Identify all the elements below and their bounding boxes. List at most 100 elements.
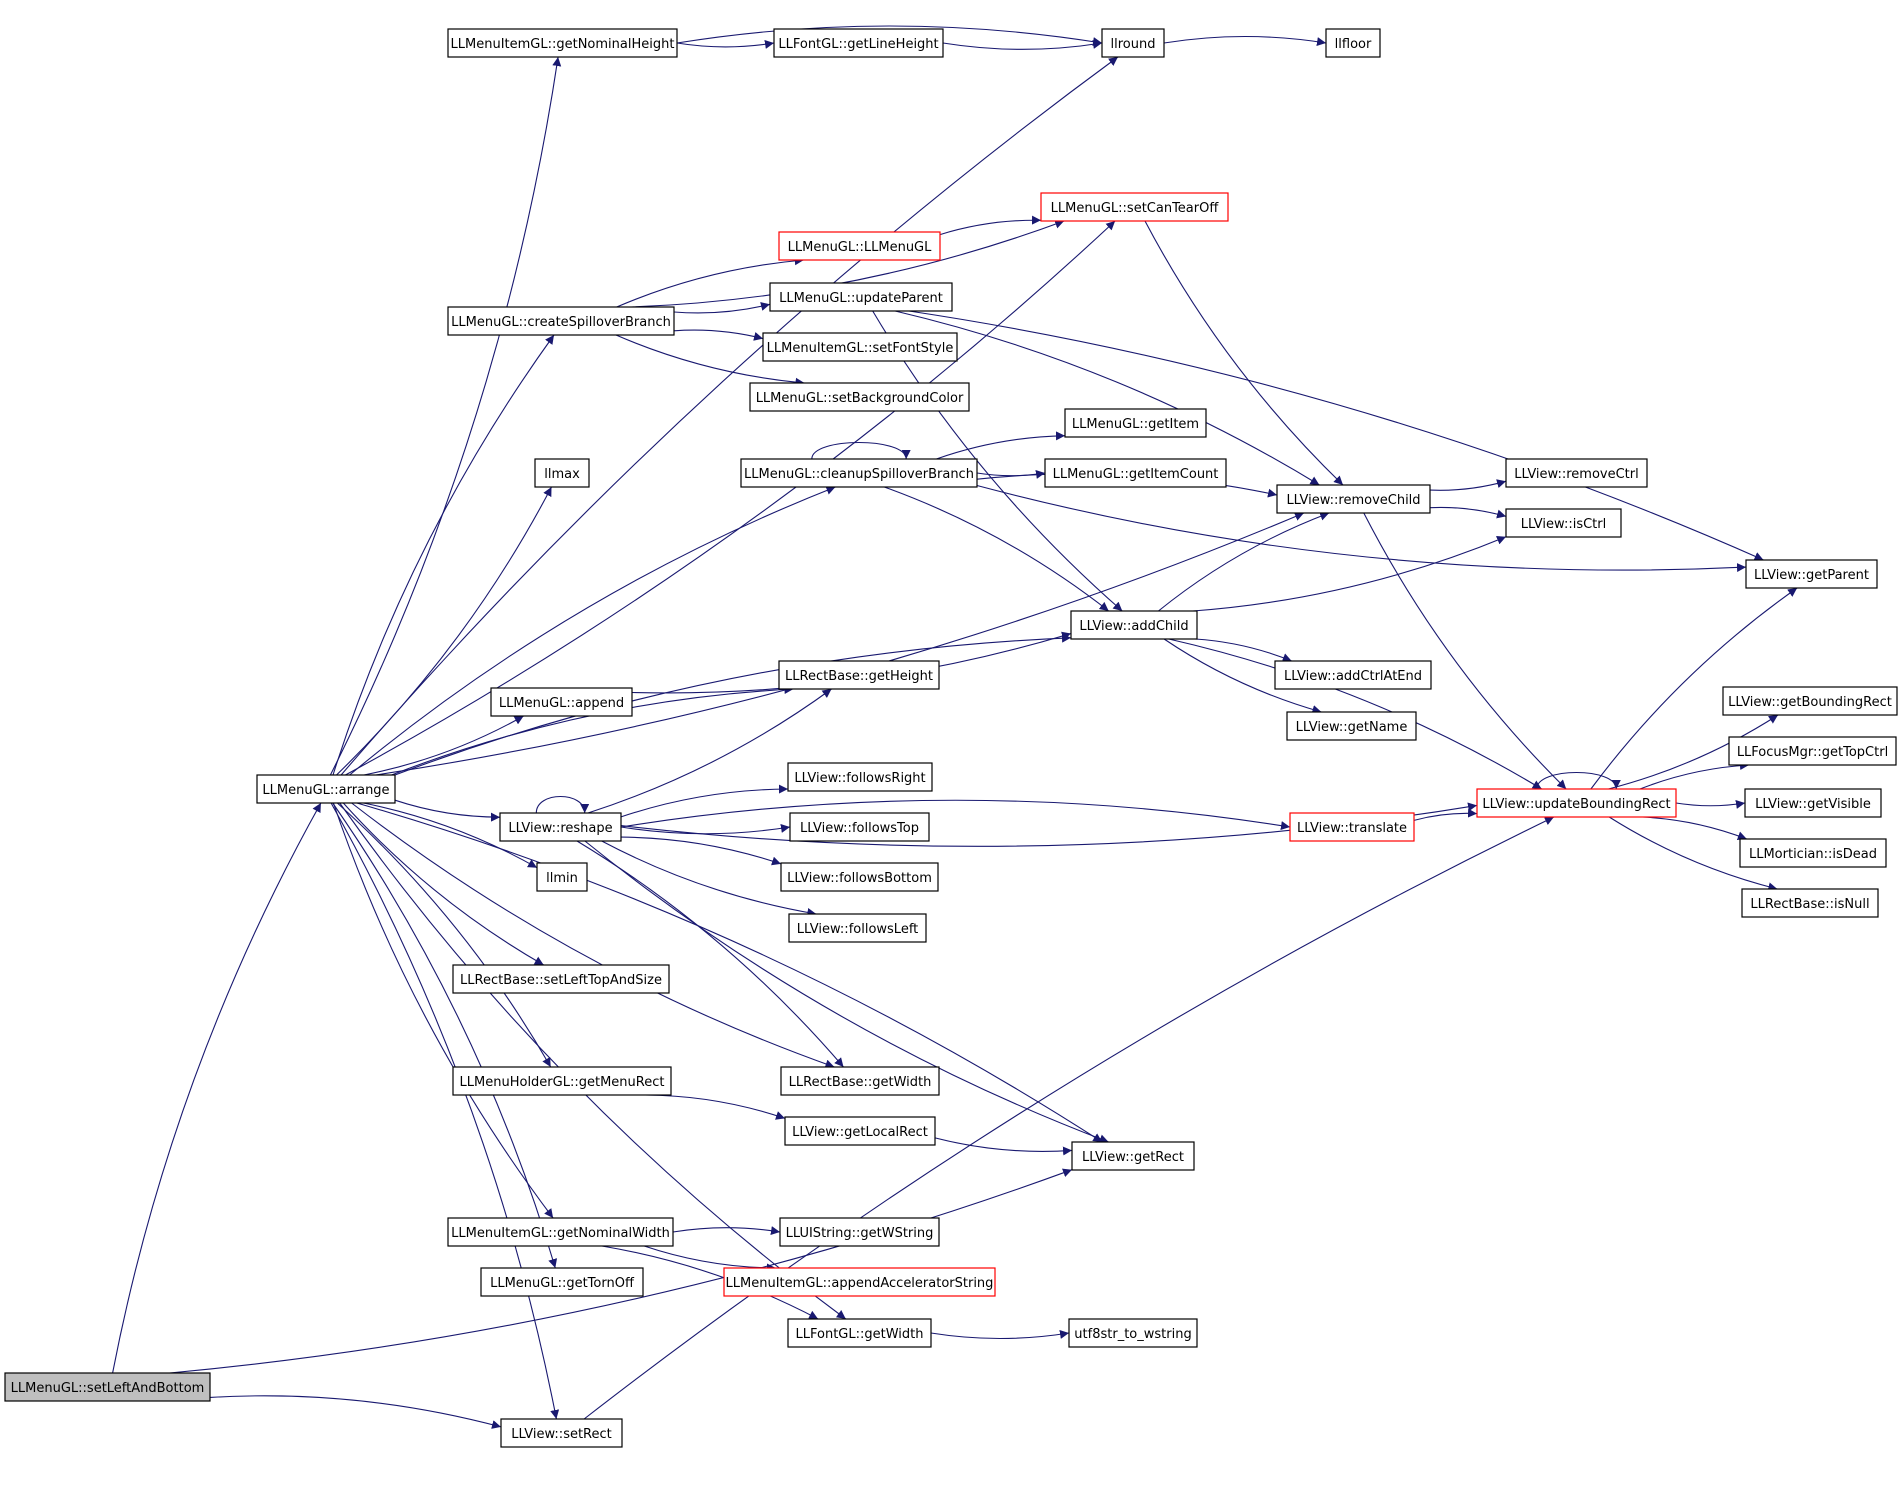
node-label: LLView::getParent xyxy=(1754,568,1869,583)
node-box xyxy=(778,231,941,261)
node-getBoundingRect[interactable]: LLView::getBoundingRect xyxy=(1722,686,1898,716)
edge-setRect-to-updateBoundingRect xyxy=(583,816,1555,1420)
node-getName[interactable]: LLView::getName xyxy=(1286,711,1417,741)
node-box xyxy=(779,1217,940,1247)
node-getWidth[interactable]: LLRectBase::getWidth xyxy=(780,1066,940,1096)
node-box xyxy=(452,964,670,994)
node-box xyxy=(1044,458,1227,488)
node-isDead[interactable]: LLMortician::isDead xyxy=(1739,838,1887,868)
node-label: LLMenuItemGL::getNominalHeight xyxy=(451,37,675,52)
node-setLeftTopAndSize[interactable]: LLRectBase::setLeftTopAndSize xyxy=(452,964,670,994)
node-getNominalHeight[interactable]: LLMenuItemGL::getNominalHeight xyxy=(447,28,678,58)
node-updateBoundingRect[interactable]: LLView::updateBoundingRect xyxy=(1476,788,1677,818)
edges-layer xyxy=(112,25,1798,1429)
node-followsLeft[interactable]: LLView::followsLeft xyxy=(788,913,927,943)
node-getWString[interactable]: LLUIString::getWString xyxy=(779,1217,940,1247)
node-box xyxy=(536,862,588,892)
node-label: LLFocusMgr::getTopCtrl xyxy=(1737,745,1888,760)
edge-getNominalHeight-to-llround xyxy=(676,25,1103,47)
node-setLeftAndBottom[interactable]: LLMenuGL::setLeftAndBottom xyxy=(4,1372,211,1402)
node-label: LLMenuGL::createSpilloverBranch xyxy=(451,315,671,330)
node-box xyxy=(784,1116,936,1146)
node-getMenuRect[interactable]: LLMenuHolderGL::getMenuRect xyxy=(452,1066,672,1096)
node-removeCtrl[interactable]: LLView::removeCtrl xyxy=(1505,458,1648,488)
node-label: LLMenuGL::getItem xyxy=(1072,417,1199,432)
node-followsTop[interactable]: LLView::followsTop xyxy=(789,812,930,842)
node-getItemCount[interactable]: LLMenuGL::getItemCount xyxy=(1044,458,1227,488)
node-label: LLView::removeCtrl xyxy=(1514,467,1638,482)
node-label: LLView::isCtrl xyxy=(1521,517,1606,532)
node-translate[interactable]: LLView::translate xyxy=(1289,812,1415,842)
node-getParent[interactable]: LLView::getParent xyxy=(1745,559,1878,589)
node-isCtrl[interactable]: LLView::isCtrl xyxy=(1505,508,1622,538)
node-box xyxy=(749,382,970,412)
node-getVisible[interactable]: LLView::getVisible xyxy=(1744,788,1882,818)
node-isNull[interactable]: LLRectBase::isNull xyxy=(1741,888,1879,918)
edge-reshape-to-translate xyxy=(620,799,1291,831)
node-label: LLView::translate xyxy=(1297,821,1407,836)
node-utf8str_to_wstring[interactable]: utf8str_to_wstring xyxy=(1068,1318,1198,1348)
edge-updateBoundingRect-to-isNull xyxy=(1608,816,1778,892)
node-addChild[interactable]: LLView::addChild xyxy=(1070,610,1198,640)
node-getItem[interactable]: LLMenuGL::getItem xyxy=(1064,408,1207,438)
edge-getNominalWidth-to-getWString xyxy=(672,1226,781,1236)
node-getRect[interactable]: LLView::getRect xyxy=(1071,1141,1195,1171)
node-llfloor[interactable]: llfloor xyxy=(1325,28,1381,58)
node-getLineHeight[interactable]: LLFontGL::getLineHeight xyxy=(773,28,944,58)
edge-createSpilloverBranch-to-setFontStyle xyxy=(673,329,764,341)
node-followsBottom[interactable]: LLView::followsBottom xyxy=(780,862,939,892)
node-label: LLUIString::getWString xyxy=(786,1226,934,1241)
node-box xyxy=(1068,1318,1198,1348)
node-label: LLMenuGL::LLMenuGL xyxy=(788,240,933,255)
node-box xyxy=(452,1066,672,1096)
node-label: LLView::getVisible xyxy=(1755,797,1871,812)
edge-llround-to-llfloor xyxy=(1163,35,1327,47)
node-appendAcceleratorString[interactable]: LLMenuItemGL::appendAcceleratorString xyxy=(723,1267,996,1297)
node-label: LLMenuItemGL::getNominalWidth xyxy=(451,1226,670,1241)
node-getTornOff[interactable]: LLMenuGL::getTornOff xyxy=(480,1267,644,1297)
node-LLMenuGL[interactable]: LLMenuGL::LLMenuGL xyxy=(778,231,941,261)
node-reshape[interactable]: LLView::reshape xyxy=(499,812,622,842)
edge-arrange-to-llmax xyxy=(336,486,552,776)
node-removeChild[interactable]: LLView::removeChild xyxy=(1276,484,1431,514)
edge-fontGetWidth-to-utf8str_to_wstring xyxy=(930,1329,1070,1340)
node-append[interactable]: LLMenuGL::append xyxy=(490,687,633,717)
edge-setLeftAndBottom-to-setRect xyxy=(209,1395,502,1429)
node-box xyxy=(769,282,953,312)
node-box xyxy=(480,1267,644,1297)
node-setCanTearOff[interactable]: LLMenuGL::setCanTearOff xyxy=(1040,192,1229,222)
node-setRect[interactable]: LLView::setRect xyxy=(500,1418,623,1448)
node-llround[interactable]: llround xyxy=(1101,28,1165,58)
node-box xyxy=(490,687,633,717)
node-box xyxy=(723,1267,996,1297)
edge-updateParent-to-removeChild xyxy=(894,310,1320,486)
node-updateParent[interactable]: LLMenuGL::updateParent xyxy=(769,282,953,312)
edge-getLocalRect-to-getRect xyxy=(934,1137,1073,1156)
edge-arrange-to-append xyxy=(363,715,524,776)
node-getNominalWidth[interactable]: LLMenuItemGL::getNominalWidth xyxy=(447,1217,674,1247)
node-createSpilloverBranch[interactable]: LLMenuGL::createSpilloverBranch xyxy=(447,306,675,336)
edge-arrange-to-createSpilloverBranch xyxy=(332,334,555,776)
node-getTopCtrl[interactable]: LLFocusMgr::getTopCtrl xyxy=(1728,736,1897,766)
node-llmin[interactable]: llmin xyxy=(536,862,588,892)
node-label: LLMenuGL::setBackgroundColor xyxy=(756,391,964,406)
node-fontGetWidth[interactable]: LLFontGL::getWidth xyxy=(787,1318,932,1348)
node-addCtrlAtEnd[interactable]: LLView::addCtrlAtEnd xyxy=(1274,660,1432,690)
node-arrange[interactable]: LLMenuGL::arrange xyxy=(256,774,396,804)
node-label: LLMenuGL::getItemCount xyxy=(1053,467,1219,482)
node-followsRight[interactable]: LLView::followsRight xyxy=(787,762,933,792)
node-getLocalRect[interactable]: LLView::getLocalRect xyxy=(784,1116,936,1146)
node-label: LLMenuGL::arrange xyxy=(262,783,389,798)
node-label: llmax xyxy=(544,467,580,482)
node-getHeight[interactable]: LLRectBase::getHeight xyxy=(778,660,940,690)
node-label: LLView::setRect xyxy=(511,1427,612,1442)
edge-arrange-to-getNominalHeight xyxy=(329,56,562,776)
edge-updateBoundingRect-to-updateBoundingRect xyxy=(1536,771,1621,790)
node-label: LLMenuItemGL::setFontStyle xyxy=(767,341,954,356)
node-setBackgroundColor[interactable]: LLMenuGL::setBackgroundColor xyxy=(749,382,970,412)
node-setFontStyle[interactable]: LLMenuItemGL::setFontStyle xyxy=(762,332,958,362)
node-cleanupSpilloverBranch[interactable]: LLMenuGL::cleanupSpilloverBranch xyxy=(740,458,978,488)
node-box xyxy=(787,1318,932,1348)
node-llmax[interactable]: llmax xyxy=(534,458,590,488)
